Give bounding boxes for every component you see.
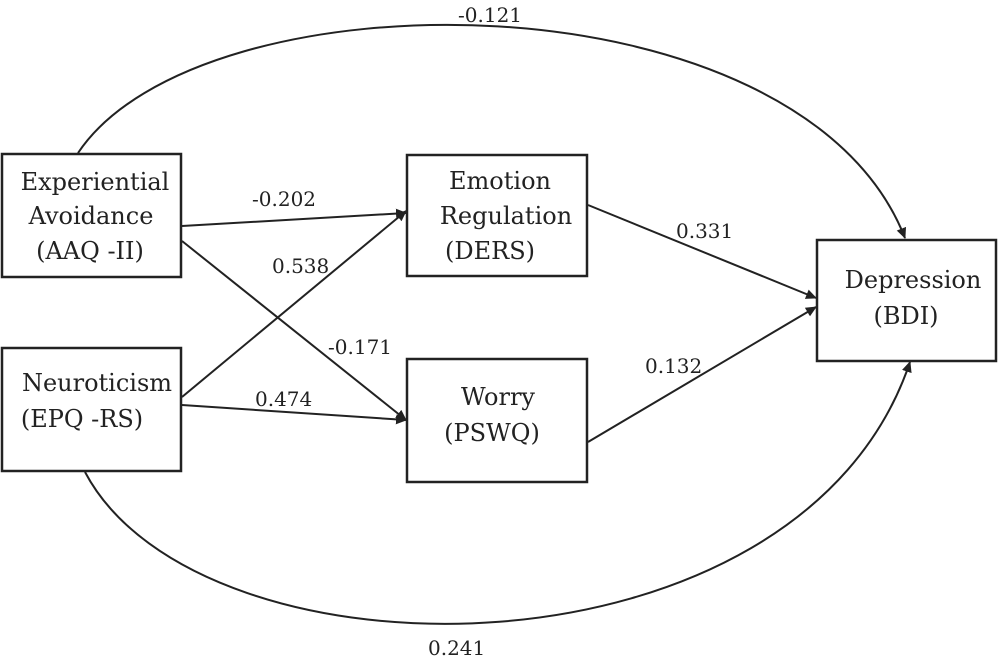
node-depression: Depression (BDI) <box>815 238 998 363</box>
edge-ea-to-er <box>181 208 407 227</box>
node-worry: Worry (PSWQ) <box>405 357 589 484</box>
node-label-line: (PSWQ) <box>444 419 540 447</box>
node-emotion-regulation: Emotion Regulation (DERS) <box>405 153 589 278</box>
coef-ea-to-er: -0.202 <box>252 187 316 211</box>
node-label-line: (EPQ -RS) <box>21 405 143 433</box>
node-label-line: Worry <box>461 383 535 411</box>
node-experiential-avoidance: Experiential Avoidance (AAQ -II) <box>0 152 183 279</box>
edge-ea-to-depression <box>77 23 906 239</box>
coef-ea-to-depression: -0.121 <box>458 3 522 27</box>
node-label-line: Regulation <box>440 202 572 230</box>
edge-er-to-depression <box>587 204 817 299</box>
coef-er-to-depression: 0.331 <box>676 219 733 243</box>
coef-ea-to-worry: -0.171 <box>328 335 392 359</box>
coef-neuroticism-to-worry: 0.474 <box>255 387 312 411</box>
node-label-line: (DERS) <box>445 237 535 265</box>
edge-worry-to-depression <box>587 306 817 443</box>
coef-neuroticism-to-er: 0.538 <box>272 254 329 278</box>
node-label-line: Avoidance <box>28 202 154 230</box>
edge-ea-to-worry <box>181 240 407 421</box>
node-label-line: Neuroticism <box>22 369 172 397</box>
node-label-line: (BDI) <box>873 302 938 330</box>
node-neuroticism: Neuroticism (EPQ -RS) <box>0 346 183 473</box>
node-label-line: Emotion <box>449 167 551 195</box>
node-label-line: Depression <box>845 266 982 294</box>
coef-neuroticism-to-depression: 0.241 <box>428 636 485 660</box>
node-label-line: Experiential <box>21 168 170 196</box>
coef-worry-to-depression: 0.132 <box>645 354 702 378</box>
node-label-line: (AAQ -II) <box>36 237 144 265</box>
edge-neuroticism-to-depression <box>84 361 912 625</box>
edge-neuroticism-to-worry <box>181 404 407 425</box>
edge-neuroticism-to-er <box>181 210 407 398</box>
